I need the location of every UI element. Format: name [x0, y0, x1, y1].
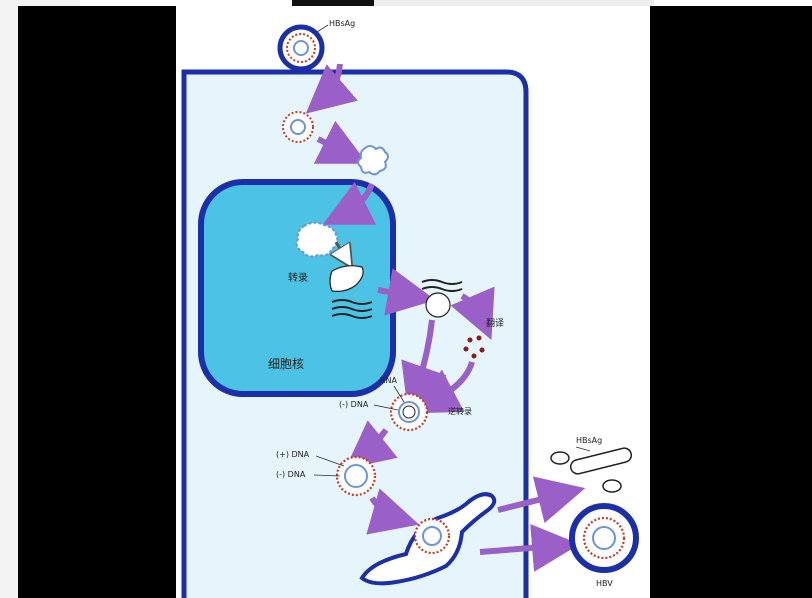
plus-dna-label: (+) DNA — [276, 450, 310, 459]
released-hbv-virion — [569, 503, 639, 573]
arrow-transcription — [336, 241, 346, 258]
capsid-in-cytoplasm — [282, 111, 314, 143]
arrow-release — [313, 120, 368, 164]
hbsag-top-label: HBsAg — [329, 19, 355, 28]
reverse-transcription-label: 逆转录 — [448, 406, 472, 416]
arrow-core-maturation — [345, 420, 398, 469]
core-particle-rt — [389, 392, 429, 432]
arrow-to-nucleus — [322, 181, 377, 225]
nucleus-label: 细胞核 — [268, 357, 304, 371]
hbv-label: HBV — [596, 579, 613, 588]
arrow-translation — [450, 286, 495, 341]
budding-core — [413, 517, 451, 555]
translation-label: 翻译 — [486, 318, 504, 329]
released-genome — [357, 145, 389, 176]
mature-core — [335, 455, 377, 497]
translated-proteins — [463, 335, 485, 359]
left-black-panel — [18, 6, 176, 598]
cccdna — [295, 221, 339, 258]
transcription-label: 转录 — [288, 271, 308, 284]
arrow-exit-hbsag — [497, 476, 586, 524]
hbsag-exit-label: HBsAg — [576, 436, 602, 445]
minus-dna-label-2: (-) DNA — [276, 470, 306, 479]
top-gray-strip — [374, 0, 654, 6]
arrow-to-er — [366, 488, 420, 535]
transcript-shape — [329, 265, 364, 292]
incoming-virion — [277, 24, 325, 72]
hbv-lifecycle-diagram: HBsAg 转录 细胞核 翻译 RNA — [181, 19, 639, 598]
top-dark-strip — [292, 0, 374, 6]
left-margin-strip — [0, 0, 18, 598]
rna-label: RNA — [380, 376, 398, 385]
right-black-panel — [650, 6, 812, 598]
arrow-protein-to-core — [410, 361, 475, 414]
pregenomic-rna-vesicle — [425, 292, 451, 318]
top-left-strip — [0, 0, 80, 6]
hbv-lifecycle-figure: HBsAg 转录 细胞核 翻译 RNA — [176, 6, 650, 598]
arrow-exit-hbv — [479, 523, 580, 572]
minus-dna-label-1: (-) DNA — [339, 400, 369, 409]
arrow-mrna-export — [377, 268, 436, 316]
hbsag-particles — [550, 447, 633, 493]
arrow-entry — [305, 63, 358, 114]
